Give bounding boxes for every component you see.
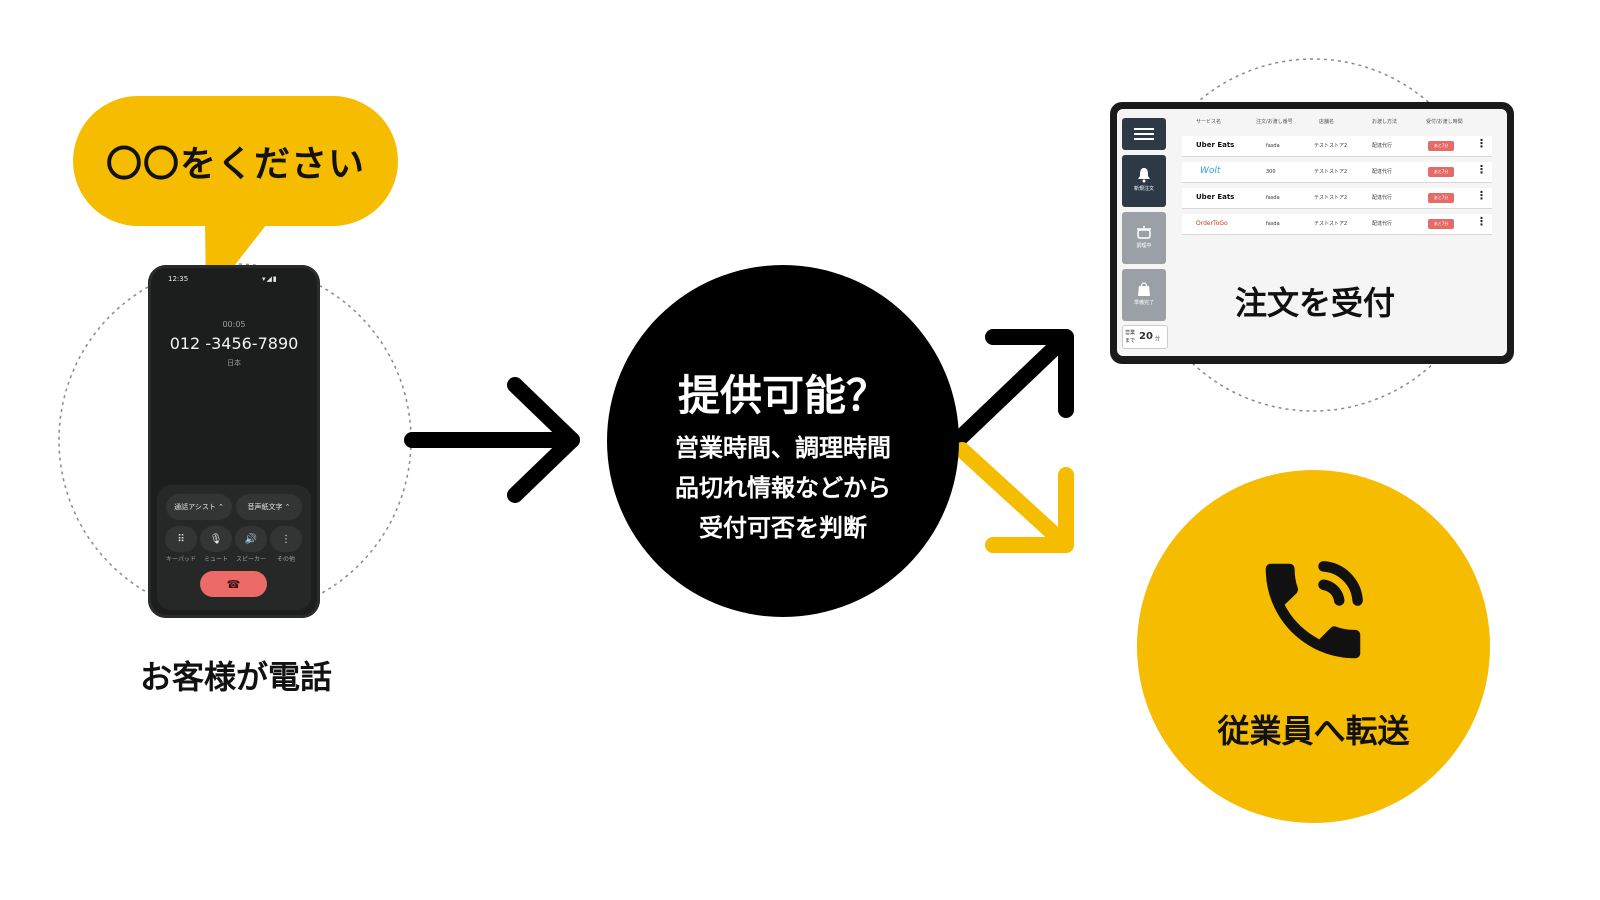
business-until-label: まで: [1125, 337, 1135, 344]
time-badge: あと7分: [1428, 193, 1454, 203]
header-method: お渡し方法: [1372, 118, 1397, 125]
bag-icon: [1137, 281, 1151, 297]
transfer-label: 従業員へ転送: [1137, 706, 1490, 752]
speaker-label: スピーカー: [233, 554, 269, 563]
row-menu-icon[interactable]: ⋮: [1476, 191, 1487, 201]
arrow-to-decision: [412, 385, 572, 495]
order-number: fasda: [1266, 221, 1280, 227]
call-timer: 00:05: [148, 320, 320, 329]
live-caption-button[interactable]: 音声紙文字 ⌃: [236, 494, 302, 520]
row-menu-icon[interactable]: ⋮: [1476, 139, 1487, 149]
pot-icon: [1136, 224, 1152, 240]
arrow-to-accept: [958, 337, 1066, 440]
sidebar-ready-label: 準備完了: [1122, 299, 1166, 306]
caller-caption: お客様が電話: [100, 652, 372, 698]
business-time-widget[interactable]: 営業 まで 20 分: [1122, 325, 1168, 349]
delivery-method: 配達代行: [1372, 194, 1392, 201]
hangup-icon: ☎: [227, 578, 241, 591]
hamburger-icon: [1134, 127, 1154, 141]
sidebar-ready[interactable]: 準備完了: [1122, 269, 1166, 321]
table-row[interactable]: Uber Eats fasda テストストア2 配達代行 あと7分 ⋮: [1182, 136, 1492, 157]
service-logo: Uber Eats: [1196, 141, 1234, 149]
time-badge: あと7分: [1428, 219, 1454, 229]
phone-status-icons: ▾◢▮: [262, 275, 278, 283]
sidebar-cooking[interactable]: 調理中: [1122, 212, 1166, 264]
store-name: テストストア2: [1314, 168, 1347, 175]
order-number: fasda: [1266, 195, 1280, 201]
service-logo: OrderToGo: [1196, 220, 1228, 227]
keypad-label: キーパッド: [163, 554, 199, 563]
table-row[interactable]: Uber Eats fasda テストストア2 配達代行 あと7分 ⋮: [1182, 188, 1492, 209]
order-number: fasda: [1266, 143, 1280, 149]
decision-line-1: 営業時間、調理時間: [607, 428, 959, 463]
table-row[interactable]: Wolt 300 テストストア2 配達代行 あと7分 ⋮: [1182, 162, 1492, 183]
mute-label: ミュート: [198, 554, 234, 563]
sidebar-new-orders-label: 新規注文: [1122, 185, 1166, 192]
row-menu-icon[interactable]: ⋮: [1476, 165, 1487, 175]
business-minutes-value: 20: [1139, 331, 1153, 342]
table-row[interactable]: OrderToGo fasda テストストア2 配達代行 あと7分 ⋮: [1182, 214, 1492, 235]
store-name: テストストア2: [1314, 194, 1347, 201]
sidebar-cooking-label: 調理中: [1122, 242, 1166, 249]
hangup-button[interactable]: ☎: [200, 571, 267, 597]
business-time-label: 営業: [1125, 329, 1135, 336]
phone-ringing-icon: [1250, 548, 1376, 674]
header-time: 受付/お渡し時間: [1426, 118, 1463, 125]
business-minutes-unit: 分: [1155, 335, 1160, 342]
delivery-method: 配達代行: [1372, 220, 1392, 227]
service-logo: Wolt: [1200, 166, 1220, 176]
decision-title: 提供可能？: [607, 362, 959, 423]
delivery-method: 配達代行: [1372, 168, 1392, 175]
phone-status-time: 12:35: [168, 275, 188, 283]
arrow-to-transfer: [962, 450, 1066, 545]
store-name: テストストア2: [1314, 220, 1347, 227]
call-assist-button[interactable]: 通話アシスト ⌃: [166, 494, 232, 520]
caller-country: 日本: [148, 358, 320, 368]
time-badge: あと7分: [1428, 167, 1454, 177]
speaker-icon[interactable]: 🔊: [235, 526, 267, 552]
caller-number: 012 -3456-7890: [148, 334, 320, 353]
header-store: 店舗名: [1319, 118, 1334, 125]
accept-order-label: 注文を受付: [1190, 278, 1440, 324]
delivery-method: 配達代行: [1372, 142, 1392, 149]
row-menu-icon[interactable]: ⋮: [1476, 217, 1487, 227]
sidebar-new-orders[interactable]: 新規注文: [1122, 155, 1166, 207]
speech-bubble-text: 〇〇をください: [73, 96, 398, 226]
decision-line-3: 受付可否を判断: [607, 508, 959, 543]
decision-line-2: 品切れ情報などから: [607, 468, 959, 503]
more-icon[interactable]: ⋮: [270, 526, 302, 552]
time-badge: あと7分: [1428, 141, 1454, 151]
more-label: その他: [268, 554, 304, 563]
menu-button[interactable]: [1122, 118, 1166, 150]
bell-icon: [1137, 167, 1151, 183]
header-service: サービス名: [1196, 118, 1221, 125]
order-number: 300: [1266, 169, 1276, 175]
header-order-number: 注文/お渡し番号: [1256, 118, 1293, 125]
service-logo: Uber Eats: [1196, 193, 1234, 201]
keypad-icon[interactable]: ⠿: [165, 526, 197, 552]
mic-icon[interactable]: 🎙: [200, 526, 232, 552]
store-name: テストストア2: [1314, 142, 1347, 149]
